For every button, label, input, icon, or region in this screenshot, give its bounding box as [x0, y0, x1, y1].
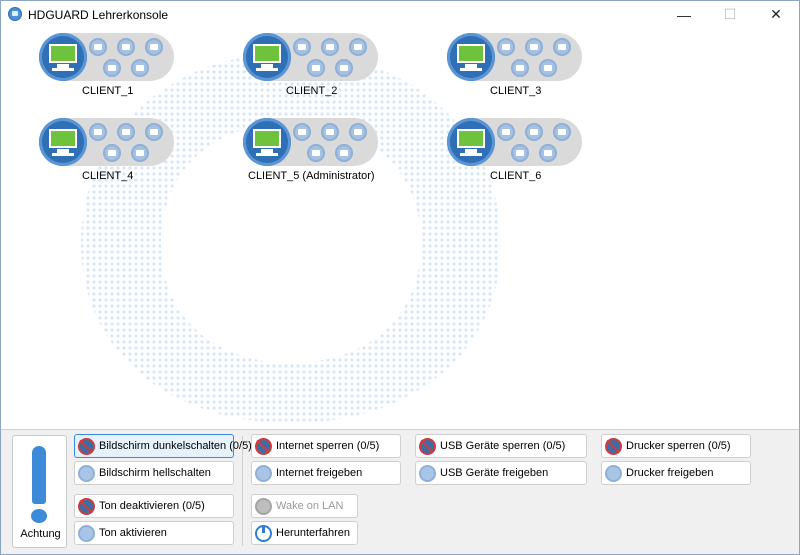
- internet-block-button[interactable]: Internet sperren (0/5): [251, 434, 401, 458]
- client-tile[interactable]: CLIENT_6: [447, 116, 607, 188]
- screen-status-icon[interactable]: [89, 123, 107, 141]
- exclamation-icon: [32, 446, 46, 504]
- close-icon: ✕: [770, 6, 782, 22]
- printer-forbid-icon: [605, 437, 622, 455]
- screen-forbid-icon: [78, 437, 95, 455]
- app-icon: [8, 7, 22, 21]
- screen-status-icon[interactable]: [293, 38, 311, 56]
- internet-status-icon[interactable]: [307, 59, 325, 77]
- usb-block-button[interactable]: USB Geräte sperren (0/5): [415, 434, 587, 458]
- sound-status-icon[interactable]: [145, 38, 163, 56]
- action-panel: Achtung Bildschirm dunkelschalten (0/5) …: [1, 429, 799, 554]
- window-title: HDGUARD Lehrerkonsole: [28, 8, 169, 22]
- wake-lan-icon: [255, 497, 272, 515]
- printer-status-icon[interactable]: [539, 59, 557, 77]
- internet-status-icon[interactable]: [307, 144, 325, 162]
- usb-status-icon[interactable]: [117, 123, 135, 141]
- internet-status-icon[interactable]: [103, 59, 121, 77]
- minimize-icon: —: [677, 6, 691, 23]
- sound-status-icon[interactable]: [553, 123, 571, 141]
- internet-allow-icon: [255, 464, 272, 482]
- printer-status-icon[interactable]: [131, 59, 149, 77]
- close-button[interactable]: ✕: [753, 1, 799, 28]
- screen-status-icon[interactable]: [497, 38, 515, 56]
- client-tile[interactable]: CLIENT_1: [39, 31, 199, 103]
- monitor-icon: [447, 33, 495, 81]
- usb-allow-icon: [419, 464, 436, 482]
- achtung-panel[interactable]: Achtung: [12, 435, 67, 548]
- client-label: CLIENT_2: [286, 85, 338, 97]
- client-label: CLIENT_3: [490, 85, 542, 97]
- divider: [242, 436, 243, 546]
- printer-allow-button[interactable]: Drucker freigeben: [601, 461, 751, 485]
- client-label: CLIENT_5 (Administrator): [248, 170, 375, 182]
- usb-allow-button[interactable]: USB Geräte freigeben: [415, 461, 587, 485]
- internet-forbid-icon: [255, 437, 272, 455]
- screen-allow-icon: [78, 464, 95, 482]
- printer-status-icon[interactable]: [335, 59, 353, 77]
- sound-off-button[interactable]: Ton deaktivieren (0/5): [74, 494, 234, 518]
- usb-forbid-icon: [419, 437, 436, 455]
- sound-status-icon[interactable]: [553, 38, 571, 56]
- monitor-icon: [243, 118, 291, 166]
- client-tile[interactable]: CLIENT_3: [447, 31, 607, 103]
- maximize-icon: ☐: [723, 6, 737, 22]
- achtung-label: Achtung: [20, 528, 61, 540]
- client-tile[interactable]: CLIENT_2: [243, 31, 403, 103]
- client-label: CLIENT_1: [82, 85, 134, 97]
- sound-on-button[interactable]: Ton aktivieren: [74, 521, 234, 545]
- shutdown-button[interactable]: Herunterfahren: [251, 521, 358, 545]
- internet-allow-button[interactable]: Internet freigeben: [251, 461, 401, 485]
- wake-on-lan-button[interactable]: Wake on LAN: [251, 494, 358, 518]
- monitor-icon: [447, 118, 495, 166]
- internet-status-icon[interactable]: [511, 59, 529, 77]
- internet-status-icon[interactable]: [511, 144, 529, 162]
- usb-status-icon[interactable]: [525, 38, 543, 56]
- printer-allow-icon: [605, 464, 622, 482]
- usb-status-icon[interactable]: [117, 38, 135, 56]
- title-bar[interactable]: HDGUARD Lehrerkonsole — ☐ ✕: [1, 1, 799, 28]
- screen-status-icon[interactable]: [293, 123, 311, 141]
- printer-block-button[interactable]: Drucker sperren (0/5): [601, 434, 751, 458]
- client-tile[interactable]: CLIENT_5 (Administrator): [243, 116, 403, 188]
- usb-status-icon[interactable]: [525, 123, 543, 141]
- monitor-icon: [39, 118, 87, 166]
- monitor-icon: [243, 33, 291, 81]
- sound-status-icon[interactable]: [349, 123, 367, 141]
- printer-status-icon[interactable]: [539, 144, 557, 162]
- screen-status-icon[interactable]: [89, 38, 107, 56]
- monitor-icon: [39, 33, 87, 81]
- printer-status-icon[interactable]: [131, 144, 149, 162]
- client-area: CLIENT_1 CLIENT_2 CLIENT_3: [1, 28, 799, 429]
- screen-bright-button[interactable]: Bildschirm hellschalten: [74, 461, 234, 485]
- sound-status-icon[interactable]: [349, 38, 367, 56]
- client-label: CLIENT_4: [82, 170, 134, 182]
- usb-status-icon[interactable]: [321, 38, 339, 56]
- sound-status-icon[interactable]: [145, 123, 163, 141]
- screen-status-icon[interactable]: [497, 123, 515, 141]
- power-icon: [255, 524, 272, 542]
- sound-forbid-icon: [78, 497, 95, 515]
- client-tile[interactable]: CLIENT_4: [39, 116, 199, 188]
- client-label: CLIENT_6: [490, 170, 542, 182]
- sound-allow-icon: [78, 524, 95, 542]
- internet-status-icon[interactable]: [103, 144, 121, 162]
- maximize-button[interactable]: ☐: [707, 1, 753, 28]
- screen-dark-button[interactable]: Bildschirm dunkelschalten (0/5): [74, 434, 252, 458]
- usb-status-icon[interactable]: [321, 123, 339, 141]
- background-watermark-icon: [81, 53, 501, 423]
- minimize-button[interactable]: —: [661, 1, 707, 28]
- printer-status-icon[interactable]: [335, 144, 353, 162]
